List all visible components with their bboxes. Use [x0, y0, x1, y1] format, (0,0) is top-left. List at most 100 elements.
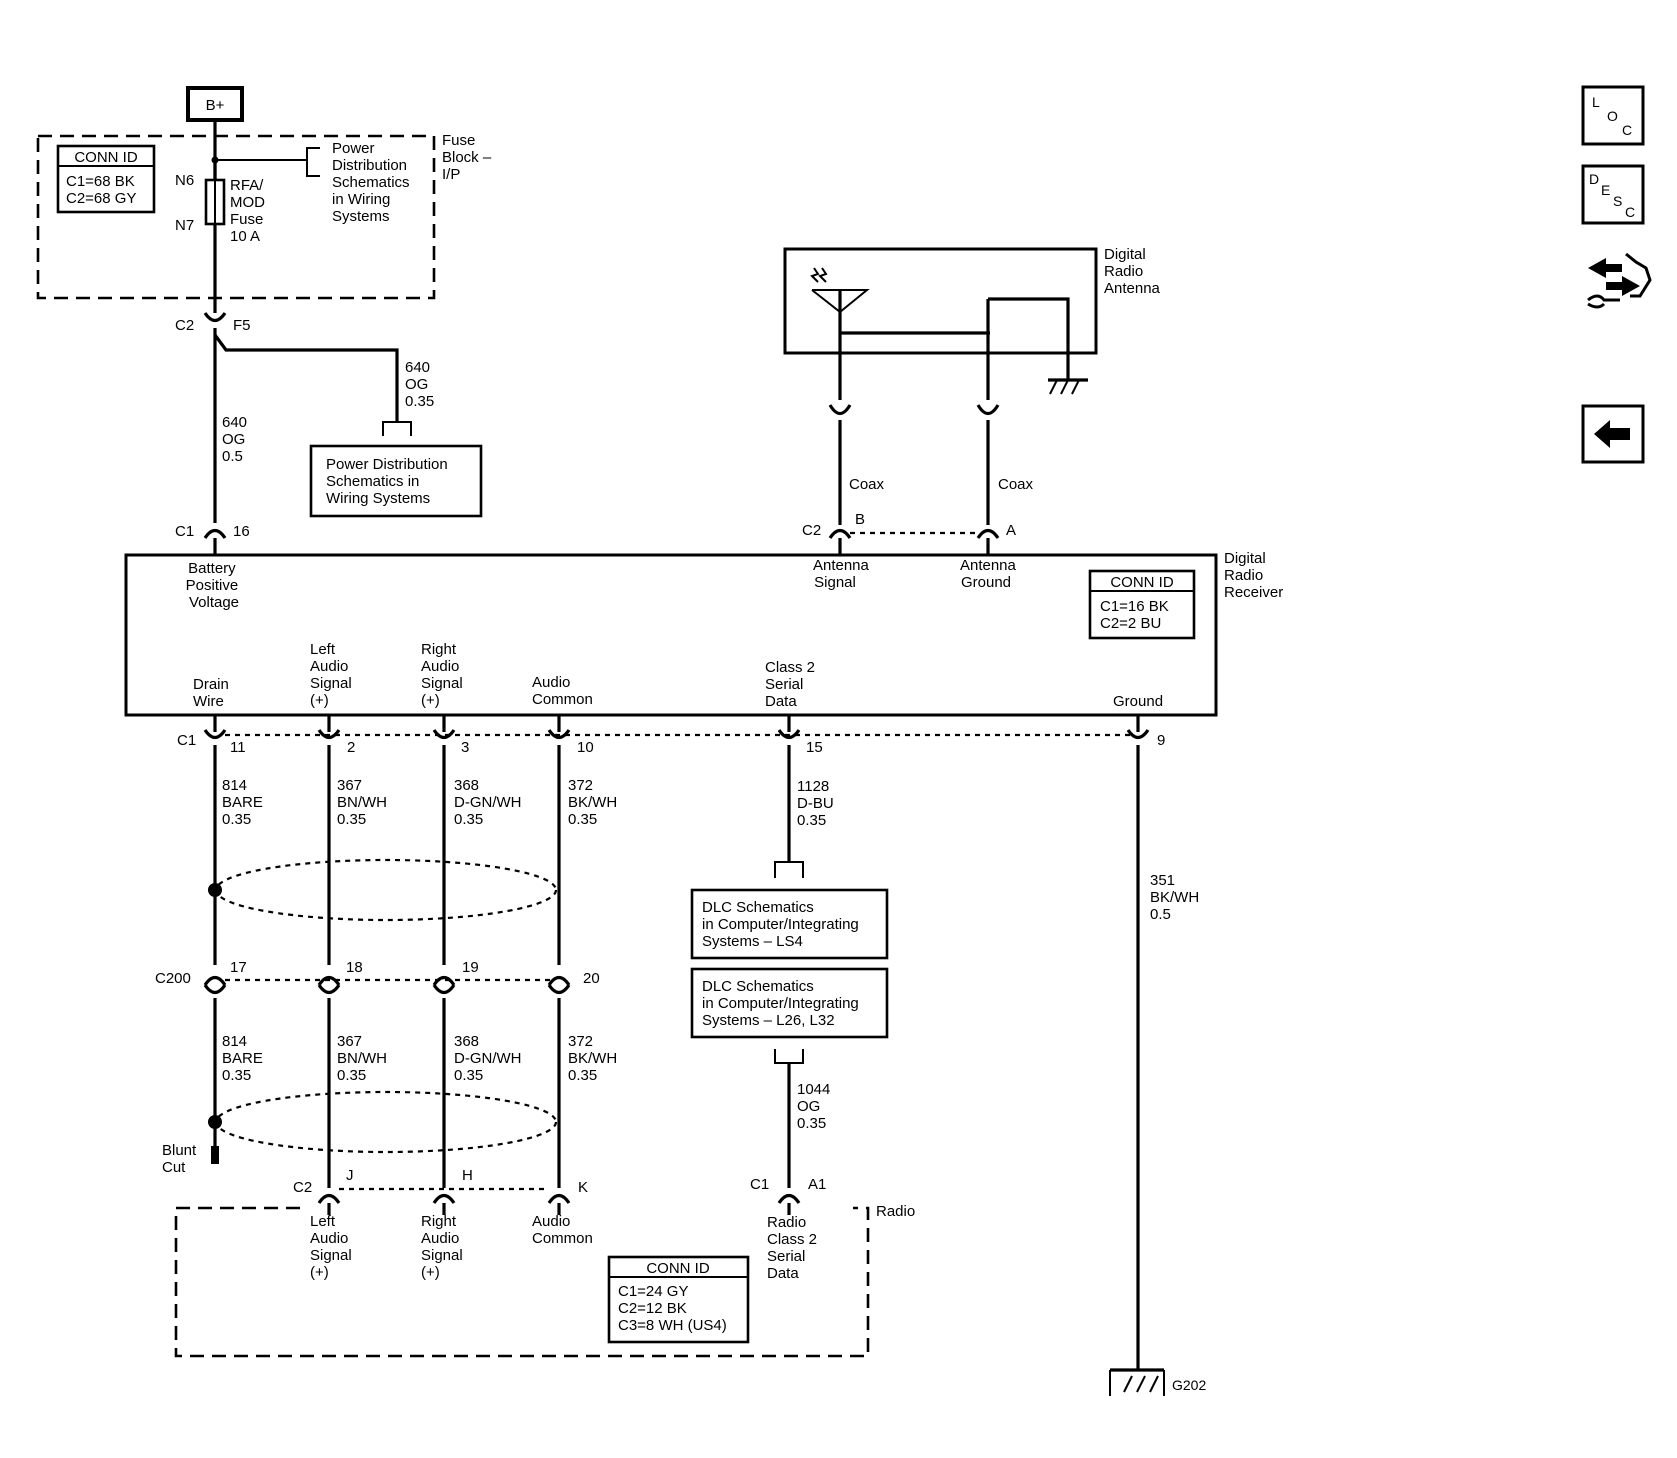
connector-c2-f5-icon [203, 312, 227, 323]
svg-text:20: 20 [583, 970, 600, 987]
svg-text:C2: C2 [175, 317, 194, 334]
svg-text:C2=68 GY: C2=68 GY [66, 190, 136, 207]
svg-text:17: 17 [230, 959, 247, 976]
wire-367-lower: 367 BN/WH 0.35 [337, 1033, 391, 1084]
receiver-antenna-ground-label: Antenna Ground [960, 557, 1020, 591]
svg-text:C: C [1625, 204, 1635, 220]
fuse-label: RFA/ MOD Fuse 10 A [230, 177, 269, 245]
svg-text:11: 11 [230, 739, 246, 756]
radio-conn-id: CONN ID C1=24 GY C2=12 BK C3=8 WH (US4) [607, 1255, 750, 1344]
digital-radio-antenna-box [783, 247, 1098, 355]
receiver-battery-label: Battery Positive Voltage [186, 560, 243, 611]
svg-text:J: J [346, 1167, 354, 1184]
wire-372-lower: 372 BK/WH 0.35 [568, 1033, 621, 1084]
radio-audio-common-label: Audio Common [532, 1213, 593, 1247]
svg-text:18: 18 [346, 959, 363, 976]
receiver-right-audio-label: Right Audio Signal (+) [421, 641, 467, 709]
svg-text:C1: C1 [175, 523, 194, 540]
shield-lower-icon [214, 1090, 558, 1154]
svg-text:C1=16 BK: C1=16 BK [1100, 598, 1169, 615]
dlc-l26-ref-box [690, 967, 889, 1039]
fuse-block-conn-id: CONN ID C1=68 BK C2=68 GY [56, 144, 156, 214]
svg-text:C: C [1622, 122, 1632, 138]
svg-text:Power Distribution Schemat: Power Distribution Schematics in Wiring … [326, 456, 452, 507]
receiver-drain-label: Drain Wire [193, 676, 233, 710]
svg-text:19: 19 [462, 959, 479, 976]
antenna-ground-icon [1048, 378, 1088, 395]
radio-name: Radio [876, 1203, 915, 1220]
svg-text:H: H [462, 1167, 473, 1184]
svg-text:C1: C1 [177, 732, 196, 749]
svg-text:C3=8 WH (US4): C3=8 WH (US4) [618, 1317, 727, 1334]
wire-814-upper: 814 BARE 0.35 [222, 777, 267, 828]
coax-a-connector-icon [976, 404, 1000, 416]
receiver-bottom-connectors [203, 715, 1150, 740]
wire-368-upper: 368 D-GN/WH 0.35 [454, 777, 526, 828]
receiver-audio-common-label: Audio Common [532, 674, 593, 708]
svg-text:2: 2 [347, 739, 355, 756]
svg-text:C2: C2 [293, 1179, 312, 1196]
svg-text:A: A [1006, 522, 1016, 539]
svg-text:D: D [1589, 171, 1599, 187]
svg-text:C2=2 BU: C2=2 BU [1100, 615, 1161, 632]
wire-640-main-label: 640 OG 0.5 [222, 414, 251, 465]
desc-button[interactable]: D E S C [1581, 164, 1645, 225]
svg-text:S: S [1613, 193, 1622, 209]
connector-c1-16-icon [203, 528, 227, 539]
digital-radio-receiver-box [124, 553, 1218, 717]
receiver-class2-label: Class 2 Serial Data [765, 659, 819, 710]
radio-connectors [317, 1187, 801, 1215]
svg-text:C200: C200 [155, 970, 191, 987]
receiver-antenna-signal-label: Antenna Signal [813, 557, 873, 591]
ground-label: G202 [1172, 1377, 1206, 1393]
antenna-name: Digital Radio Antenna [1104, 246, 1161, 297]
svg-text:E: E [1601, 182, 1610, 198]
receiver-left-audio-label: Left Audio Signal (+) [310, 641, 356, 709]
svg-text:DLC Schematics in Computer: DLC Schematics in Computer/Integrating S… [702, 899, 863, 950]
radio-right-audio-label: Right Audio Signal (+) [421, 1213, 467, 1281]
fuse-pin-n7: N7 [175, 217, 194, 234]
svg-text:F5: F5 [233, 317, 251, 334]
svg-text:L: L [1592, 94, 1600, 110]
wire-1128: 1128 D-BU 0.35 [797, 778, 838, 829]
antenna-icon [810, 267, 870, 400]
svg-text:10: 10 [577, 739, 594, 756]
dlc-ls4-ref-box [690, 888, 889, 960]
svg-text:9: 9 [1157, 732, 1165, 749]
receiver-name: Digital Radio Receiver [1224, 550, 1283, 601]
svg-text:15: 15 [806, 739, 823, 756]
svg-text:B: B [855, 511, 865, 528]
blunt-cut-icon [211, 1146, 219, 1164]
wire-372-upper: 372 BK/WH 0.35 [568, 777, 621, 828]
svg-text:C2: C2 [802, 522, 821, 539]
loc-button[interactable]: L O C [1581, 85, 1645, 146]
svg-text:CONN ID: CONN ID [1110, 574, 1174, 591]
svg-text:Coax: Coax [849, 476, 885, 493]
fuse-pin-n6: N6 [175, 172, 194, 189]
svg-text:DLC Schematics in Computer: DLC Schematics in Computer/Integrating S… [702, 978, 863, 1029]
wire-1044: 1044 OG 0.35 [797, 1081, 835, 1132]
ground-g202-icon [1109, 1368, 1165, 1396]
radio-outline [174, 1206, 870, 1358]
receiver-ground-label: Ground [1113, 693, 1163, 710]
svg-text:C1: C1 [750, 1176, 769, 1193]
svg-text:C1=68 BK: C1=68 BK [66, 173, 135, 190]
back-arrow-button[interactable] [1581, 404, 1645, 464]
wire-814-lower: 814 BARE 0.35 [222, 1033, 267, 1084]
svg-text:A1: A1 [808, 1176, 826, 1193]
wire-368-lower: 368 D-GN/WH 0.35 [454, 1033, 526, 1084]
connector-wrench-icon[interactable] [1587, 252, 1652, 309]
c200-connectors [203, 975, 571, 995]
power-distribution-ref-box [309, 444, 483, 518]
svg-text:K: K [578, 1179, 588, 1196]
radio-left-audio-label: Left Audio Signal (+) [310, 1213, 356, 1281]
fuse-ref-text: Power Distribution Schematics in Wiring … [332, 140, 414, 225]
svg-text:16: 16 [233, 523, 250, 540]
svg-text:CONN ID: CONN ID [74, 149, 138, 166]
svg-text:O: O [1607, 108, 1618, 124]
wire-640-branch-label: 640 OG 0.35 [405, 359, 434, 410]
fuse-block-outline [36, 134, 436, 300]
svg-text:C2=12 BK: C2=12 BK [618, 1300, 687, 1317]
svg-text:CONN ID: CONN ID [646, 1260, 710, 1277]
